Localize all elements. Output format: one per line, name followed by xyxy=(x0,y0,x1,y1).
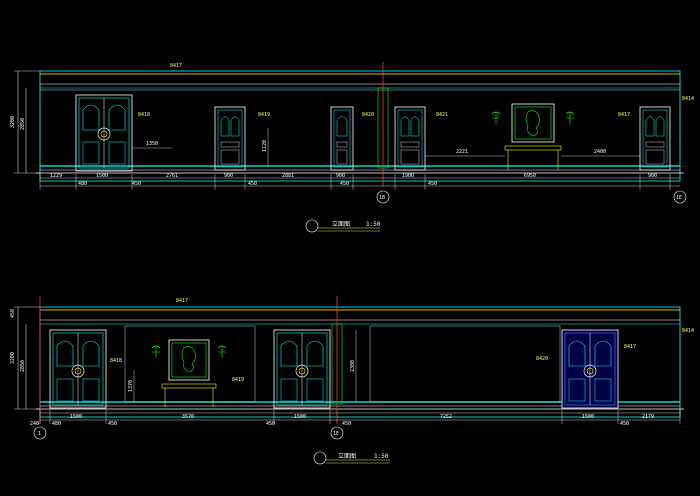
note: 8421 xyxy=(436,112,448,118)
grid-bubble xyxy=(330,426,344,440)
dim-small: 450 xyxy=(248,181,257,187)
double-door xyxy=(75,94,133,172)
painting-console xyxy=(491,103,575,170)
dim-small: 450 xyxy=(428,181,437,187)
dim-label: 1900 xyxy=(402,173,414,179)
title-text: 立面图 xyxy=(338,452,356,460)
grid-bubble xyxy=(376,190,390,204)
dim-label: 900 xyxy=(648,173,657,179)
inner-dim: 1350 xyxy=(146,141,158,147)
title-scale: 1:50 xyxy=(366,221,381,228)
wall-panels xyxy=(124,325,561,403)
dim-label: 7252 xyxy=(440,414,452,420)
dim-small: 480 xyxy=(52,421,61,427)
grid-label: 1E xyxy=(333,431,339,437)
grid-label: 18 xyxy=(379,195,385,201)
inner-dim: 1370 xyxy=(128,380,134,392)
note: 8420 xyxy=(536,356,548,362)
dimension-chain: 1229 1500 2761 900 2881 900 1900 6950 90… xyxy=(39,173,680,190)
note: 8419 xyxy=(232,377,244,383)
height-sub: 2850 xyxy=(20,118,26,130)
drawing-title: 立面图 1:50 xyxy=(305,219,381,233)
double-door xyxy=(49,329,107,409)
dim-small: 450 xyxy=(266,421,275,427)
inner-dim: 2300 xyxy=(350,360,356,372)
dim-small: 450 xyxy=(342,421,351,427)
inner-dimensions xyxy=(132,128,640,166)
dim-label: 2761 xyxy=(166,173,178,179)
single-door xyxy=(639,106,671,171)
single-door xyxy=(394,106,426,171)
note: 8418 xyxy=(138,112,150,118)
elevation-2: 450 3200 2850 240 1500 3570 1500 7252 15… xyxy=(10,296,694,465)
single-door xyxy=(214,106,246,171)
inner-dim: 2400 xyxy=(594,149,606,155)
single-door xyxy=(330,106,354,171)
height-top: 450 xyxy=(10,309,16,318)
dim-small: 480 xyxy=(78,181,87,187)
note: 8417 xyxy=(624,344,636,350)
double-door xyxy=(561,329,619,409)
inner-dimensions xyxy=(133,330,357,402)
grid-label: 1E xyxy=(676,195,682,201)
dim-label: 900 xyxy=(336,173,345,179)
note: 8417 xyxy=(618,112,630,118)
inner-dim: 1120 xyxy=(262,140,268,152)
dim-label: 1229 xyxy=(50,173,62,179)
inner-dim: 2221 xyxy=(456,149,468,155)
note: 8420 xyxy=(362,112,374,118)
height-sub: 2850 xyxy=(20,360,26,372)
dim-small: 450 xyxy=(620,421,629,427)
dim-label: 1500 xyxy=(582,414,594,420)
dim-label: 2179 xyxy=(642,414,654,420)
title-scale: 1:50 xyxy=(374,453,389,460)
height-total: 3200 xyxy=(10,352,16,364)
height-dimension: 3200 2850 xyxy=(10,70,40,174)
grid-bubble xyxy=(673,190,687,204)
dim-label: 2881 xyxy=(282,173,294,179)
dim-label: 6950 xyxy=(524,173,536,179)
dim-label: 900 xyxy=(224,173,233,179)
double-door xyxy=(273,329,331,409)
dim-small: 450 xyxy=(108,421,117,427)
dim-small: 450 xyxy=(132,181,141,187)
grid-label: 1 xyxy=(38,431,41,437)
note: 8417 xyxy=(176,298,188,304)
elevation-1: 3200 2850 1229 1500 2761 900 2881 900 19… xyxy=(10,62,694,233)
dim-label: 3570 xyxy=(182,414,194,420)
dim-label: 1500 xyxy=(96,173,108,179)
dim-label: 1500 xyxy=(294,414,306,420)
dim-label: 1500 xyxy=(70,414,82,420)
dim-label: 240 xyxy=(30,421,39,427)
height-dimension: 450 3200 2850 xyxy=(10,306,40,410)
note: 8417 xyxy=(170,63,182,69)
dim-small: 450 xyxy=(340,181,349,187)
painting-console xyxy=(151,339,227,407)
title-text: 立面图 xyxy=(332,220,350,228)
height-total: 3200 xyxy=(10,116,16,128)
wall-outline xyxy=(39,70,681,182)
note: 8414 xyxy=(682,328,694,334)
grid-bubble xyxy=(33,426,47,440)
dimension-chain: 240 1500 3570 1500 7252 1500 2179 480 45… xyxy=(30,410,681,427)
note: 8418 xyxy=(110,358,122,364)
drawing-title: 立面图 1:50 xyxy=(313,451,390,465)
note: 8419 xyxy=(258,112,270,118)
note: 8414 xyxy=(682,96,694,102)
